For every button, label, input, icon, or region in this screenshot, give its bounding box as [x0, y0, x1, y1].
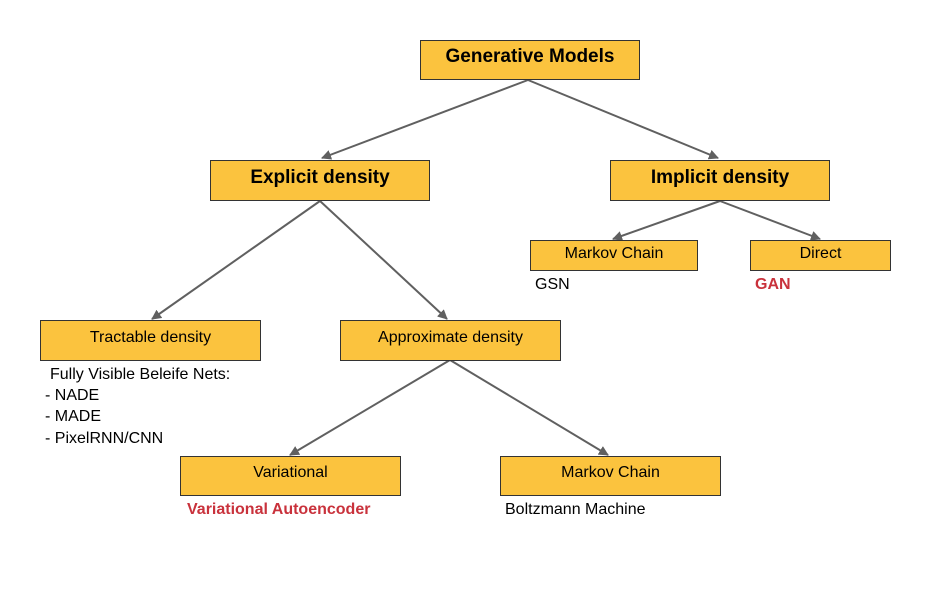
node-variational: Variational: [180, 456, 401, 496]
label-gan: GAN: [755, 276, 791, 293]
edge-approximate-variational: [289, 359, 451, 456]
edge-explicit-tractable: [151, 200, 321, 320]
node-tractable-density: Tractable density: [40, 320, 261, 361]
label-fvbn-title: Fully Visible Beleife Nets:: [50, 366, 231, 383]
node-markov-chain-approximate: Markov Chain: [500, 456, 721, 496]
edge-root-explicit: [321, 79, 529, 160]
label-fvbn-item: - MADE: [45, 408, 101, 425]
node-generative-models: Generative Models: [420, 40, 640, 80]
edge-approximate-markov: [449, 359, 609, 456]
label-fvbn-item: - PixelRNN/CNN: [45, 430, 164, 447]
edge-root-implicit: [527, 79, 719, 160]
label-fvbn-item: - NADE: [45, 387, 100, 404]
label-gsn: GSN: [535, 276, 570, 293]
node-explicit-density: Explicit density: [210, 160, 430, 201]
edge-explicit-approximate: [319, 200, 448, 320]
node-implicit-density: Implicit density: [610, 160, 830, 201]
edge-implicit-direct: [719, 200, 821, 241]
edge-implicit-markov: [612, 200, 721, 241]
label-boltzmann-machine: Boltzmann Machine: [505, 501, 646, 518]
node-markov-chain-implicit: Markov Chain: [530, 240, 698, 271]
node-direct: Direct: [750, 240, 891, 271]
label-variational-autoencoder: Variational Autoencoder: [187, 501, 371, 518]
node-approximate-density: Approximate density: [340, 320, 561, 361]
